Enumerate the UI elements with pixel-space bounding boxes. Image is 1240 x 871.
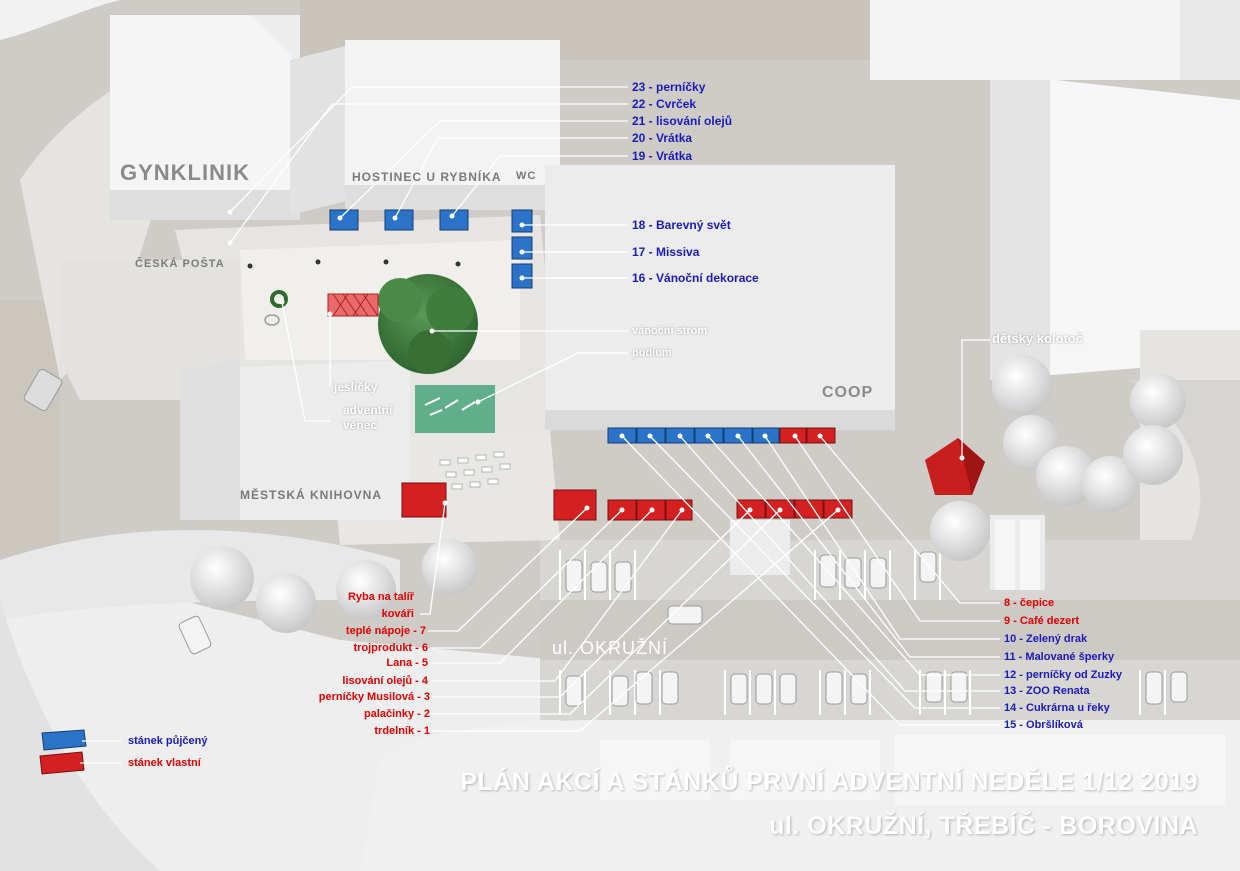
wreath-label-line2: věnec	[343, 418, 378, 432]
building-label-gynklinik: GYNKLINIK	[120, 160, 250, 185]
stall-label-12: 12 - perníčky od Zuzky	[1004, 669, 1122, 681]
stall-label-ryba: Ryba na talíř	[347, 591, 414, 603]
stall-label-6: trojprodukt - 6	[353, 642, 428, 654]
stall-label-23: 23 - perníčky	[632, 80, 706, 94]
leader-lines	[229, 86, 1000, 732]
stall-label-11: 11 - Malované šperky	[1004, 651, 1115, 663]
legend-own-label: stánek vlastní	[128, 757, 201, 769]
jeslicky-label: jesličky	[334, 380, 378, 394]
stall-label-20: 20 - Vrátka	[632, 131, 693, 145]
building-label-wc: WC	[516, 170, 537, 182]
stall-label-4: lisování olejů - 4	[342, 675, 428, 687]
stall-label-7: teplé nápoje - 7	[345, 625, 426, 637]
stall-label-17: 17 - Missiva	[632, 245, 700, 259]
stall-label-13: 13 - ZOO Renata	[1004, 685, 1090, 697]
stall-label-3: perníčky Musilová - 3	[318, 691, 430, 703]
legend-swatches	[39, 729, 87, 775]
plan-title: PLÁN AKCÍ A STÁNKŮ PRVNÍ ADVENTNÍ NEDĚLE…	[460, 768, 1198, 796]
carousel-label: dětský kolotoč	[992, 331, 1084, 346]
stall-label-14: 14 - Cukrárna u řeky	[1004, 702, 1110, 714]
stall-label-kovari: kováři	[381, 608, 414, 620]
stall-label-22: 22 - Cvrček	[632, 97, 697, 111]
wreath-label-line1: adventní	[343, 403, 393, 417]
stall-label-16: 16 - Vánoční dekorace	[632, 271, 759, 285]
stall-label-5: Lana - 5	[386, 657, 428, 669]
stall-label-19: 19 - Vrátka	[632, 149, 693, 163]
legend-borrowed-label: stánek půjčený	[128, 735, 208, 747]
tree-label: vánoční strom	[632, 325, 708, 337]
building-label-coop: COOP	[822, 384, 874, 401]
stall-label-2: palačinky - 2	[363, 708, 430, 720]
stall-label-8: 8 - čepice	[1004, 597, 1055, 609]
stall-label-21: 21 - lisování olejů	[632, 114, 733, 128]
stall-label-15: 15 - Obršlíková	[1004, 719, 1083, 731]
stall-label-10: 10 - Zelený drak	[1004, 633, 1088, 645]
stall-label-9: 9 - Café dezert	[1004, 615, 1080, 627]
building-label-hostinec: HOSTINEC U RYBNÍKA	[352, 170, 502, 184]
building-label-knihovna: MĚSTSKÁ KNIHOVNA	[240, 488, 383, 502]
street-label-okruzni: ul. OKRUŽNÍ	[552, 638, 669, 658]
building-label-posta: ČESKÁ POŠTA	[135, 258, 225, 270]
podium-label: podium	[632, 347, 672, 359]
plan-subtitle: ul. OKRUŽNÍ, TŘEBÍČ - BOROVINA	[769, 812, 1198, 840]
stall-label-18: 18 - Barevný svět	[632, 218, 731, 232]
stall-label-1: trdelník - 1	[374, 725, 430, 737]
